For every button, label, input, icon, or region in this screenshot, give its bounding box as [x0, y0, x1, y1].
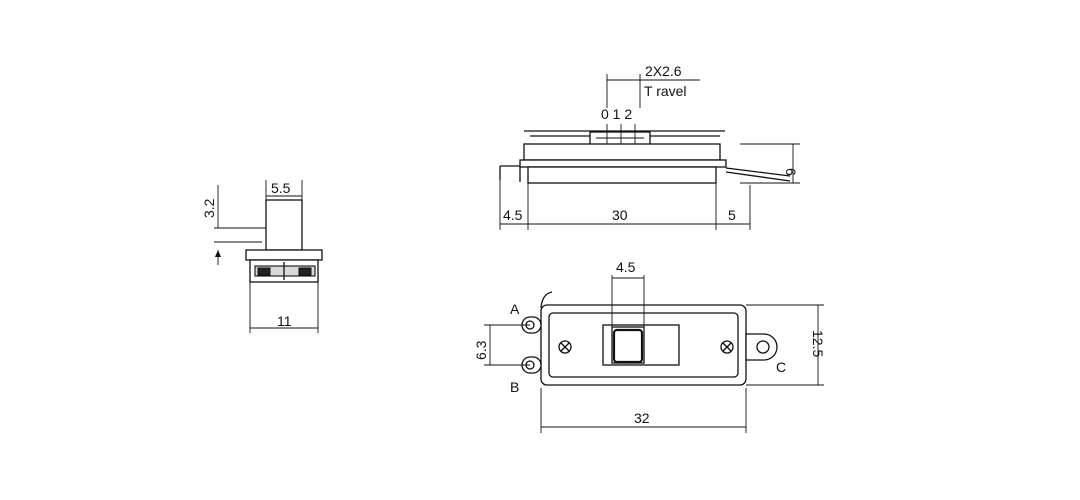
side-view: 5.5 3.2 11 — [201, 180, 323, 333]
screw-icon — [558, 340, 572, 354]
dim-terminal-pitch: 6.3 — [473, 340, 489, 360]
side-actuator — [265, 199, 303, 251]
dim-right-offset: 5 — [728, 207, 736, 223]
dim-left-offset: 4.5 — [503, 207, 523, 223]
travel-dim: 2X2.6 — [645, 63, 682, 79]
front-body — [527, 166, 717, 184]
terminal-a-label: A — [510, 301, 520, 317]
dim-body-length: 30 — [612, 207, 628, 223]
dim-actuator-width: 5.5 — [271, 180, 291, 196]
terminal-c-label: C — [776, 359, 786, 375]
travel-label: T ravel — [644, 83, 687, 99]
dim-height: 6 — [783, 168, 799, 176]
terminal-c — [745, 333, 778, 361]
side-body-top — [245, 249, 323, 261]
side-contact-right — [298, 267, 312, 276]
right-terminal — [725, 171, 791, 182]
top-frame-inner — [548, 312, 739, 378]
dim-slot-width: 4.5 — [616, 259, 636, 275]
position-labels: 0 1 2 — [601, 106, 632, 122]
front-body-top — [523, 143, 721, 161]
top-view: A B C 4.5 6.3 12.5 32 — [473, 259, 826, 433]
terminal-b — [521, 356, 542, 374]
screw-icon — [720, 340, 734, 354]
side-contact-left — [257, 267, 271, 276]
terminal-b-label: B — [510, 379, 519, 395]
dim-arrow — [215, 250, 221, 257]
terminal-a — [521, 316, 542, 334]
side-contacts — [254, 265, 316, 277]
front-flange — [519, 159, 727, 168]
dim-length: 32 — [634, 410, 650, 426]
right-terminal — [725, 167, 791, 177]
dim-top-height: 12.5 — [810, 330, 826, 357]
front-view: 2X2.6 T ravel 0 1 2 6 4.5 30 5 — [499, 63, 800, 230]
frame-edge — [540, 291, 553, 309]
dim-width: 11 — [277, 313, 292, 329]
dim-actuator-height: 3.2 — [201, 198, 217, 218]
slider-knob[interactable] — [612, 328, 644, 364]
